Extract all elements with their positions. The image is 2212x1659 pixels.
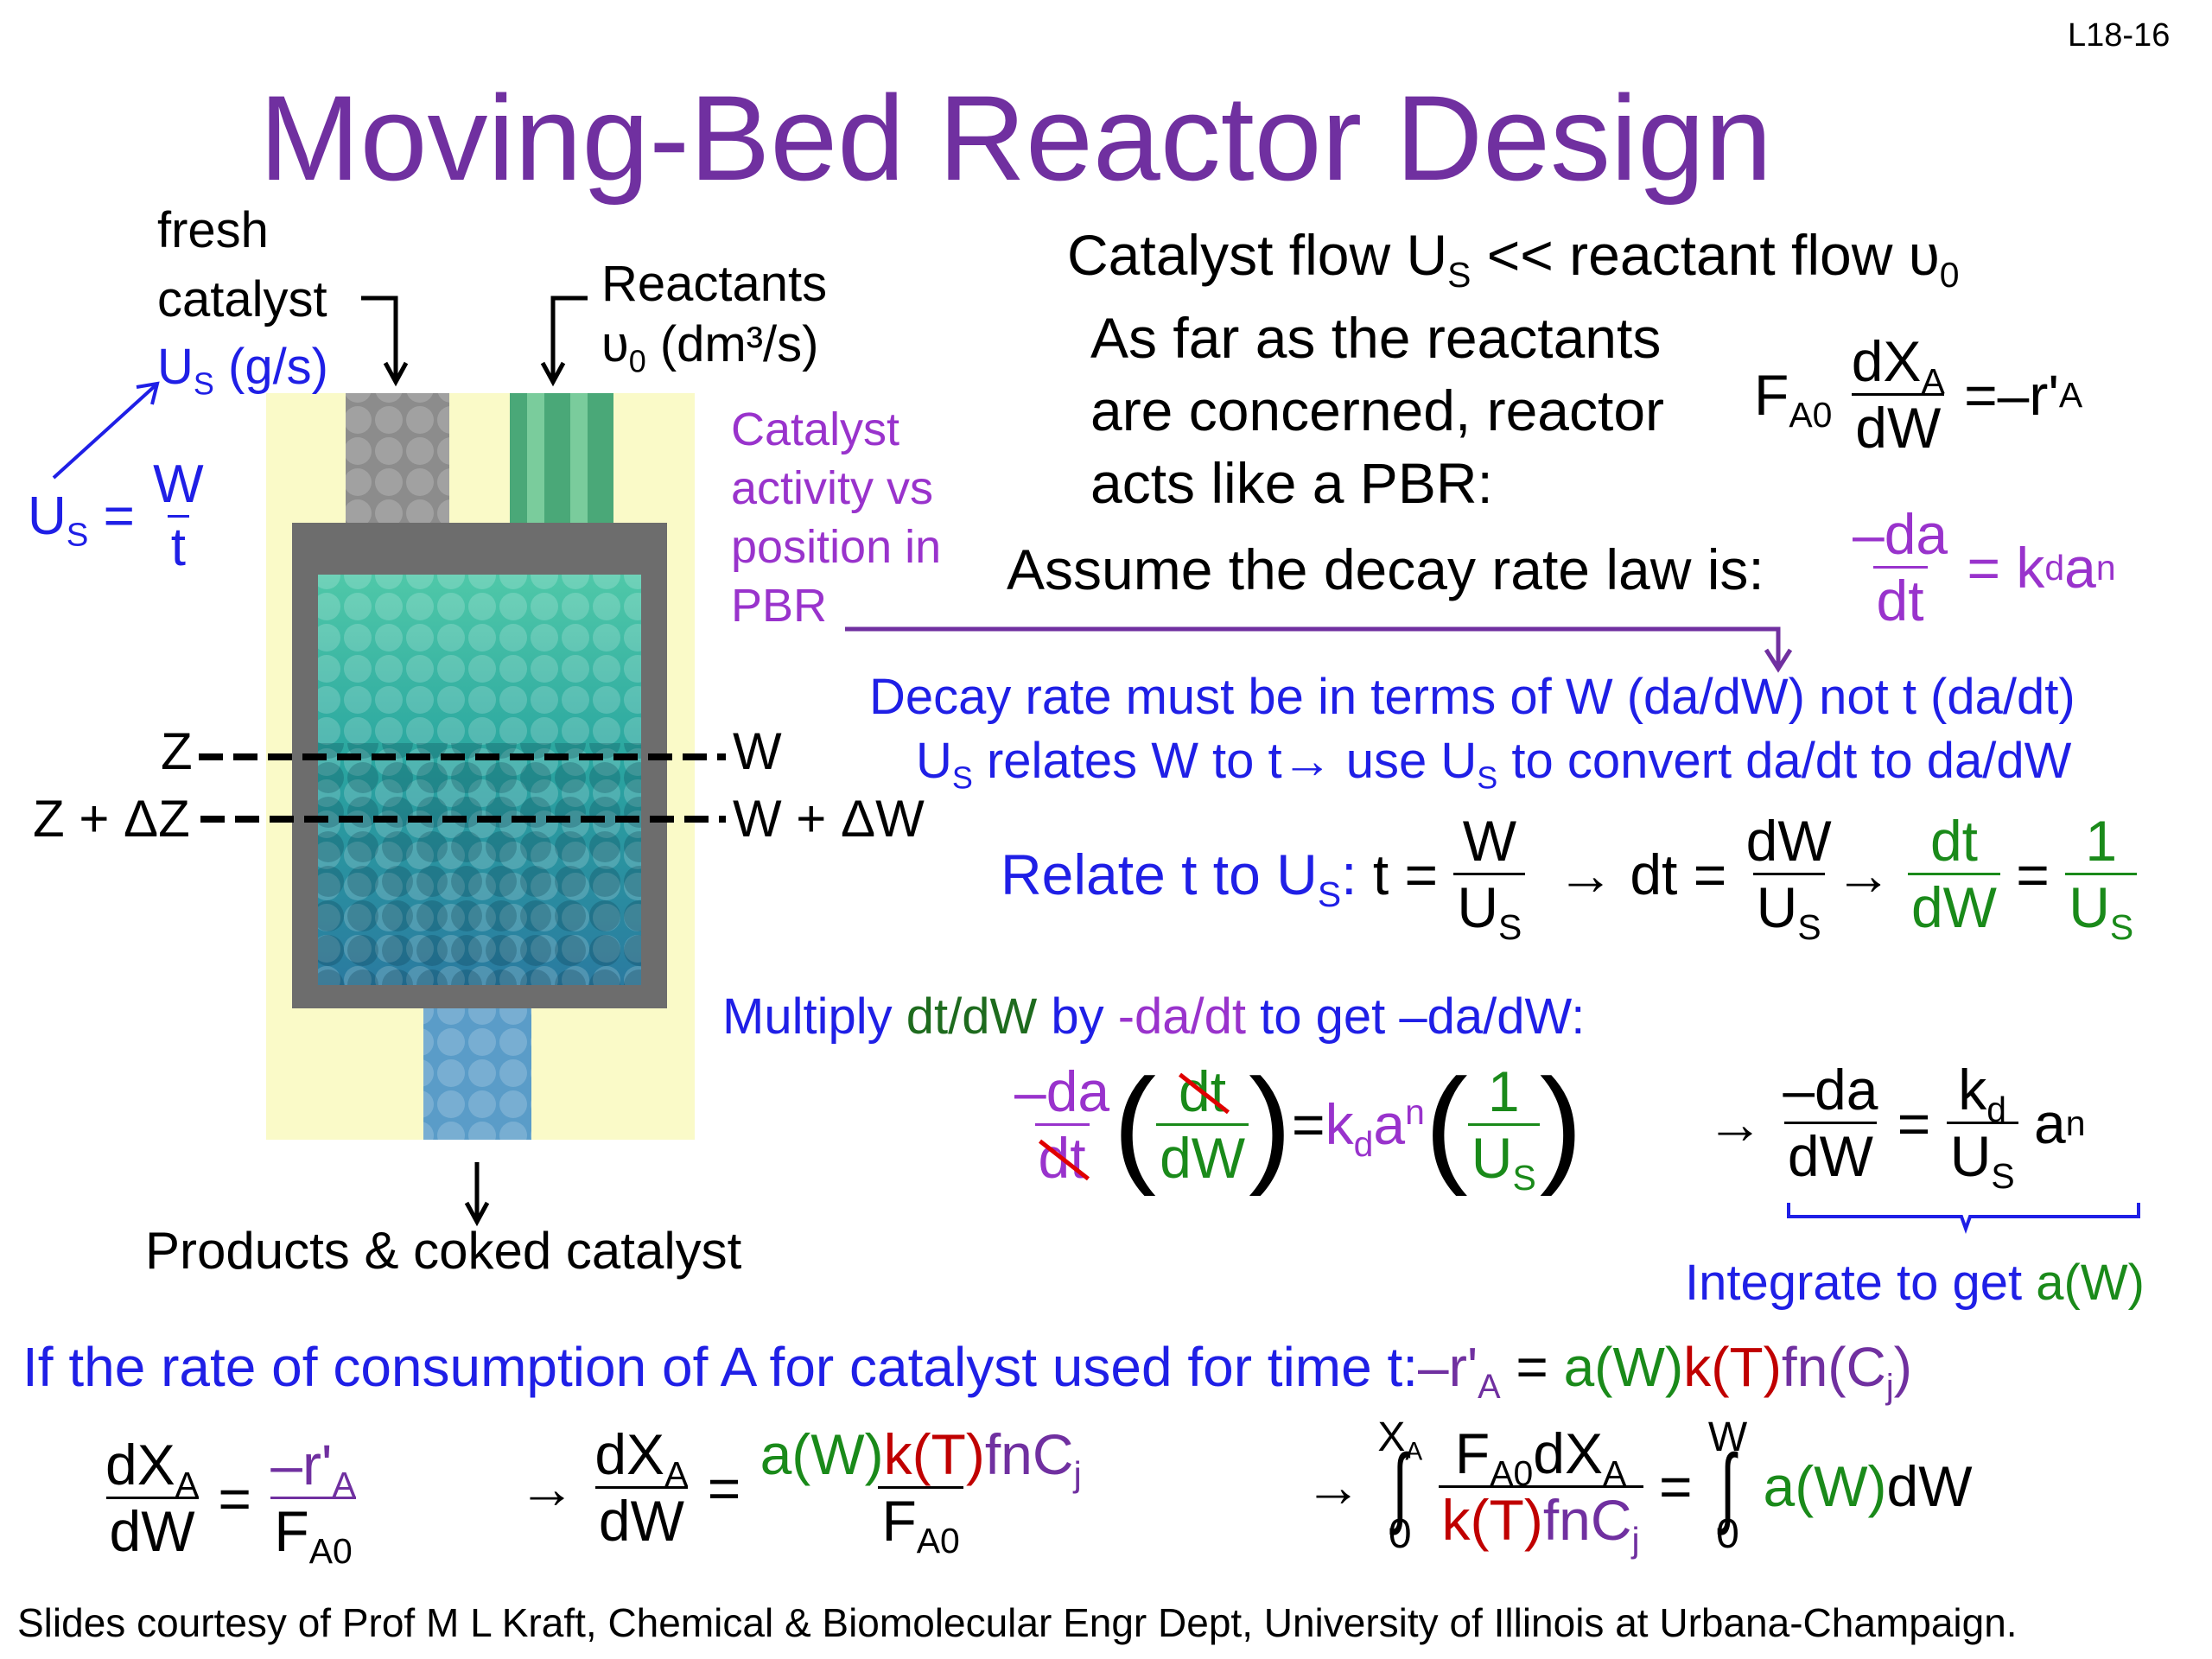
catalyst-flow-line: Catalyst flow US << reactant flow υ0 (1067, 223, 1960, 296)
w-dw-label: W + ΔW (733, 790, 925, 848)
reactants-label: Reactants (601, 256, 828, 312)
rate-consumption-line: If the rate of consumption of A for cata… (22, 1336, 1912, 1406)
activity-note-3: position in (731, 521, 942, 573)
z-dz-label: Z + ΔZ (33, 790, 190, 848)
fresh-label-2: catalyst (157, 271, 327, 327)
us-units: (g/s) (228, 339, 328, 395)
reactant-flow-units: (dm³/s) (659, 316, 819, 372)
activity-note-4: PBR (731, 580, 828, 632)
products-label: Products & coked catalyst (145, 1222, 742, 1280)
activity-note-2: activity vs (731, 462, 934, 514)
w-label: W (733, 722, 782, 780)
reactant-flow-label: υ0 (dm³/s) (601, 316, 819, 379)
integrate-note: Integrate to get a(W) (1685, 1255, 2145, 1311)
us-relates: US relates W to t→ use US to convert da/… (916, 733, 2072, 796)
footer-credit: Slides courtesy of Prof M L Kraft, Chemi… (17, 1600, 2018, 1645)
pbr-line-3: acts like a PBR: (1090, 451, 1493, 515)
us-flow-label: US (g/s) (157, 339, 328, 402)
us-eq-num: W (153, 454, 204, 514)
decay-terms: Decay rate must be in terms of W (da/dW)… (869, 669, 2075, 725)
z-label: Z (161, 722, 193, 780)
fresh-label-1: fresh (157, 202, 269, 258)
pbr-line-1: As far as the reactants (1090, 306, 1662, 370)
pbr-line-2: are concerned, reactor (1090, 378, 1665, 442)
multiply-line: Multiply dt/dW by -da/dt to get –da/dW: (722, 988, 1586, 1045)
page-number: L18-16 (2068, 17, 2171, 54)
slide-title: Moving-Bed Reactor Design (259, 70, 1772, 206)
activity-note-1: Catalyst (731, 404, 900, 455)
decay-assume: Assume the decay rate law is: (1007, 537, 1764, 601)
us-eq-den: t (167, 515, 189, 575)
